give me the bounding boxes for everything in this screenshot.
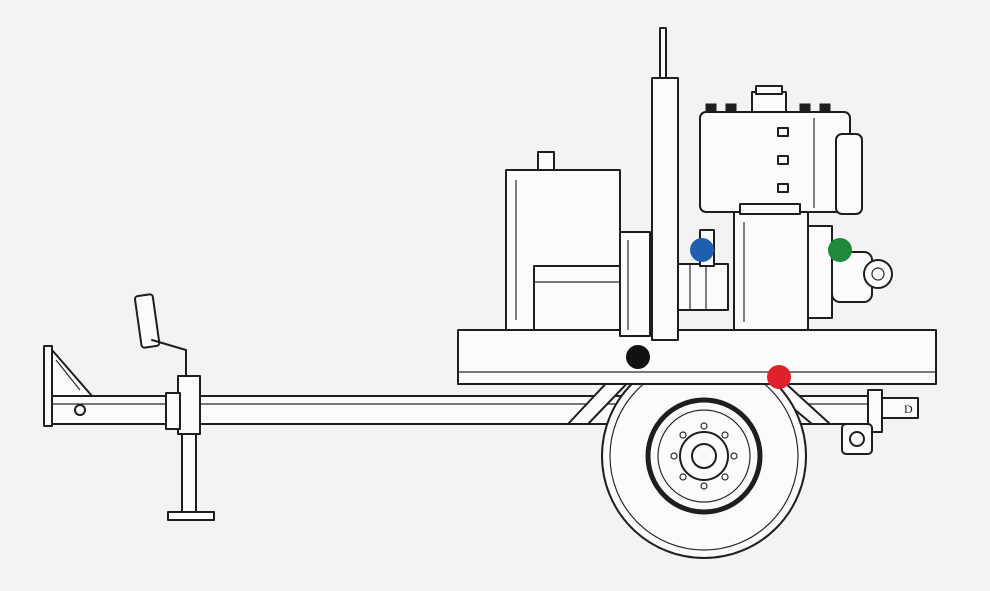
tongue-hitch bbox=[43, 345, 93, 427]
wheel bbox=[601, 353, 807, 559]
rear-bracket: D bbox=[841, 389, 919, 455]
base-skid bbox=[457, 329, 937, 385]
lift-column bbox=[619, 27, 679, 341]
blue-marker bbox=[690, 238, 714, 262]
red-marker bbox=[767, 365, 791, 389]
pump-body bbox=[733, 203, 893, 331]
green-marker bbox=[828, 238, 852, 262]
black-marker bbox=[626, 345, 650, 369]
plate-letter: D bbox=[904, 402, 913, 416]
fuel-tank bbox=[505, 151, 631, 331]
jack-stand bbox=[133, 293, 215, 521]
markers bbox=[626, 238, 852, 389]
engine bbox=[699, 85, 863, 215]
